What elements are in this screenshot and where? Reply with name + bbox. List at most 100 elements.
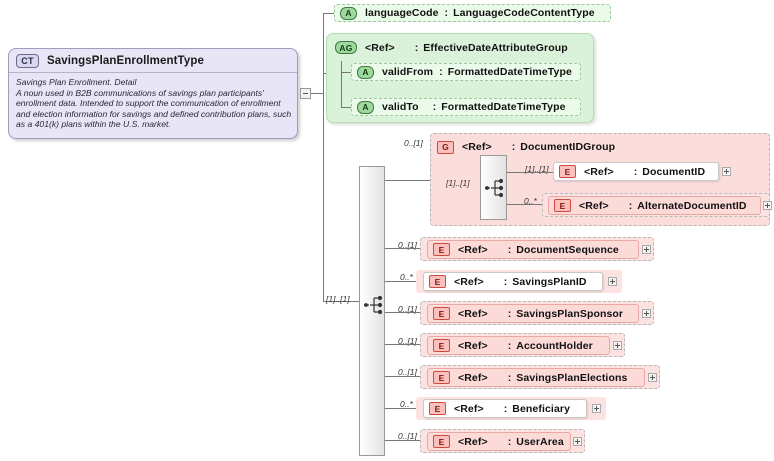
element-name: <Ref> bbox=[454, 275, 484, 288]
element-name: <Ref> bbox=[458, 371, 488, 384]
connector-to-userarea bbox=[385, 440, 420, 441]
attribute-separator: : bbox=[432, 101, 437, 113]
element-badge: E bbox=[433, 339, 450, 352]
element-name: <Ref> bbox=[454, 402, 484, 415]
element-cardinality: 0..[1] bbox=[398, 367, 417, 377]
attribute-type: FormattedDateTimeType bbox=[441, 101, 566, 113]
element-accountholder[interactable]: E <Ref> : AccountHolder bbox=[427, 336, 610, 355]
connector-stub bbox=[311, 93, 323, 94]
element-separator: : bbox=[507, 371, 512, 384]
element-cardinality: 0..* bbox=[400, 272, 413, 282]
doc-line-1: Savings Plan Enrollment. Detail bbox=[16, 77, 137, 87]
group-header: G <Ref> : DocumentIDGroup bbox=[437, 139, 615, 155]
element-type: DocumentID bbox=[642, 165, 706, 178]
expand-documentid-icon[interactable] bbox=[722, 167, 731, 176]
expand-userarea-icon[interactable] bbox=[573, 437, 582, 446]
connector-to-languagecode bbox=[323, 13, 334, 14]
element-savingsplanid[interactable]: E <Ref> : SavingsPlanID bbox=[423, 272, 603, 291]
element-cardinality: 0..* bbox=[524, 196, 537, 206]
element-type: SavingsPlanElections bbox=[516, 371, 628, 384]
connector-to-alternatedocumentid bbox=[507, 204, 542, 205]
element-separator: : bbox=[507, 243, 512, 256]
attribute-badge: A bbox=[340, 6, 357, 20]
connector-to-validto bbox=[341, 107, 351, 108]
complex-type-header: CT SavingsPlanEnrollmentType bbox=[9, 49, 297, 73]
connector-to-beneficiary bbox=[385, 408, 416, 409]
connector-to-savingsplansponsor bbox=[385, 312, 420, 313]
element-name: <Ref> bbox=[458, 339, 488, 352]
element-type: SavingsPlanSponsor bbox=[516, 307, 624, 320]
element-badge: E bbox=[433, 307, 450, 320]
doc-line-2: A noun used in B2B communications of sav… bbox=[16, 87, 264, 98]
element-badge: E bbox=[554, 199, 571, 212]
element-cardinality: [1]..[1] bbox=[525, 164, 549, 174]
element-type: SavingsPlanID bbox=[512, 275, 587, 288]
attribute-validto[interactable]: A validTo : FormattedDateTimeType bbox=[351, 98, 581, 116]
element-type: DocumentSequence bbox=[516, 243, 619, 256]
element-documentid[interactable]: E <Ref> : DocumentID bbox=[553, 162, 719, 181]
expand-savingsplansponsor-icon[interactable] bbox=[642, 309, 651, 318]
group-cardinality: 0..[1] bbox=[404, 138, 423, 148]
attribute-name: languageCode bbox=[365, 7, 439, 19]
connector-to-documentidgroup bbox=[385, 180, 430, 181]
element-savingsplansponsor[interactable]: E <Ref> : SavingsPlanSponsor bbox=[427, 304, 639, 323]
element-type: UserArea bbox=[516, 435, 564, 448]
element-badge: E bbox=[429, 275, 446, 288]
element-badge: E bbox=[429, 402, 446, 415]
group-sequence-compositor-bar[interactable] bbox=[480, 155, 507, 220]
element-userarea[interactable]: E <Ref> : UserArea bbox=[427, 432, 571, 451]
expand-alternatedocumentid-icon[interactable] bbox=[763, 201, 772, 210]
element-separator: : bbox=[507, 307, 512, 320]
expand-savingsplanelections-icon[interactable] bbox=[648, 373, 657, 382]
element-separator: : bbox=[507, 435, 512, 448]
attribute-group-badge: AG bbox=[335, 41, 357, 54]
sequence-compositor-bar[interactable] bbox=[359, 166, 385, 456]
complex-type-documentation: Savings Plan Enrollment. Detail A noun u… bbox=[9, 73, 297, 130]
doc-line-4: and election information for savings and… bbox=[16, 108, 292, 119]
element-beneficiary[interactable]: E <Ref> : Beneficiary bbox=[423, 399, 587, 418]
attribute-name: validTo bbox=[382, 101, 419, 113]
expand-beneficiary-icon[interactable] bbox=[592, 404, 601, 413]
attribute-separator: : bbox=[439, 66, 443, 78]
attribute-group-spine bbox=[341, 61, 342, 108]
element-cardinality: 0..[1] bbox=[398, 431, 417, 441]
connector-to-savingsplanelections bbox=[385, 376, 420, 377]
attribute-badge: A bbox=[357, 100, 374, 114]
attribute-group-separator: : bbox=[414, 41, 419, 54]
element-type: Beneficiary bbox=[512, 402, 571, 415]
element-alternatedocumentid[interactable]: E <Ref> : AlternateDocumentID bbox=[548, 196, 761, 215]
element-documentsequence[interactable]: E <Ref> : DocumentSequence bbox=[427, 240, 639, 259]
attribute-group-name: <Ref> bbox=[365, 41, 395, 54]
element-name: <Ref> bbox=[458, 435, 488, 448]
element-type: AccountHolder bbox=[516, 339, 593, 352]
element-separator: : bbox=[633, 165, 638, 178]
attribute-group-header: AG <Ref> : EffectiveDateAttributeGroup bbox=[332, 39, 568, 56]
collapse-toggle-icon[interactable] bbox=[300, 88, 311, 99]
group-type: DocumentIDGroup bbox=[520, 141, 616, 153]
connector-spine bbox=[323, 13, 324, 301]
element-cardinality: 0..* bbox=[400, 399, 413, 409]
element-cardinality: 0..[1] bbox=[398, 336, 417, 346]
expand-documentsequence-icon[interactable] bbox=[642, 245, 651, 254]
complex-type-box[interactable]: CT SavingsPlanEnrollmentType Savings Pla… bbox=[8, 48, 298, 139]
complex-type-badge: CT bbox=[16, 53, 39, 68]
element-savingsplanelections[interactable]: E <Ref> : SavingsPlanElections bbox=[427, 368, 645, 387]
attribute-group-type: EffectiveDateAttributeGroup bbox=[423, 41, 568, 54]
sequence-icon bbox=[485, 178, 504, 198]
expand-savingsplanid-icon[interactable] bbox=[608, 277, 617, 286]
element-badge: E bbox=[559, 165, 576, 178]
group-badge: G bbox=[437, 140, 454, 154]
group-separator: : bbox=[511, 141, 516, 153]
attribute-separator: : bbox=[444, 7, 449, 19]
connector-to-sequence bbox=[323, 301, 359, 302]
element-separator: : bbox=[503, 275, 508, 288]
connector-to-accountholder bbox=[385, 344, 420, 345]
element-name: <Ref> bbox=[584, 165, 614, 178]
attribute-validfrom[interactable]: A validFrom : FormattedDateTimeType bbox=[351, 63, 581, 81]
connector-to-documentsequence bbox=[385, 248, 420, 249]
attribute-group-panel[interactable]: AG <Ref> : EffectiveDateAttributeGroup A… bbox=[326, 33, 594, 123]
attribute-languagecode[interactable]: A languageCode : LanguageCodeContentType bbox=[334, 4, 611, 22]
expand-accountholder-icon[interactable] bbox=[613, 341, 622, 350]
page-title: SavingsPlanEnrollmentType bbox=[47, 54, 204, 67]
